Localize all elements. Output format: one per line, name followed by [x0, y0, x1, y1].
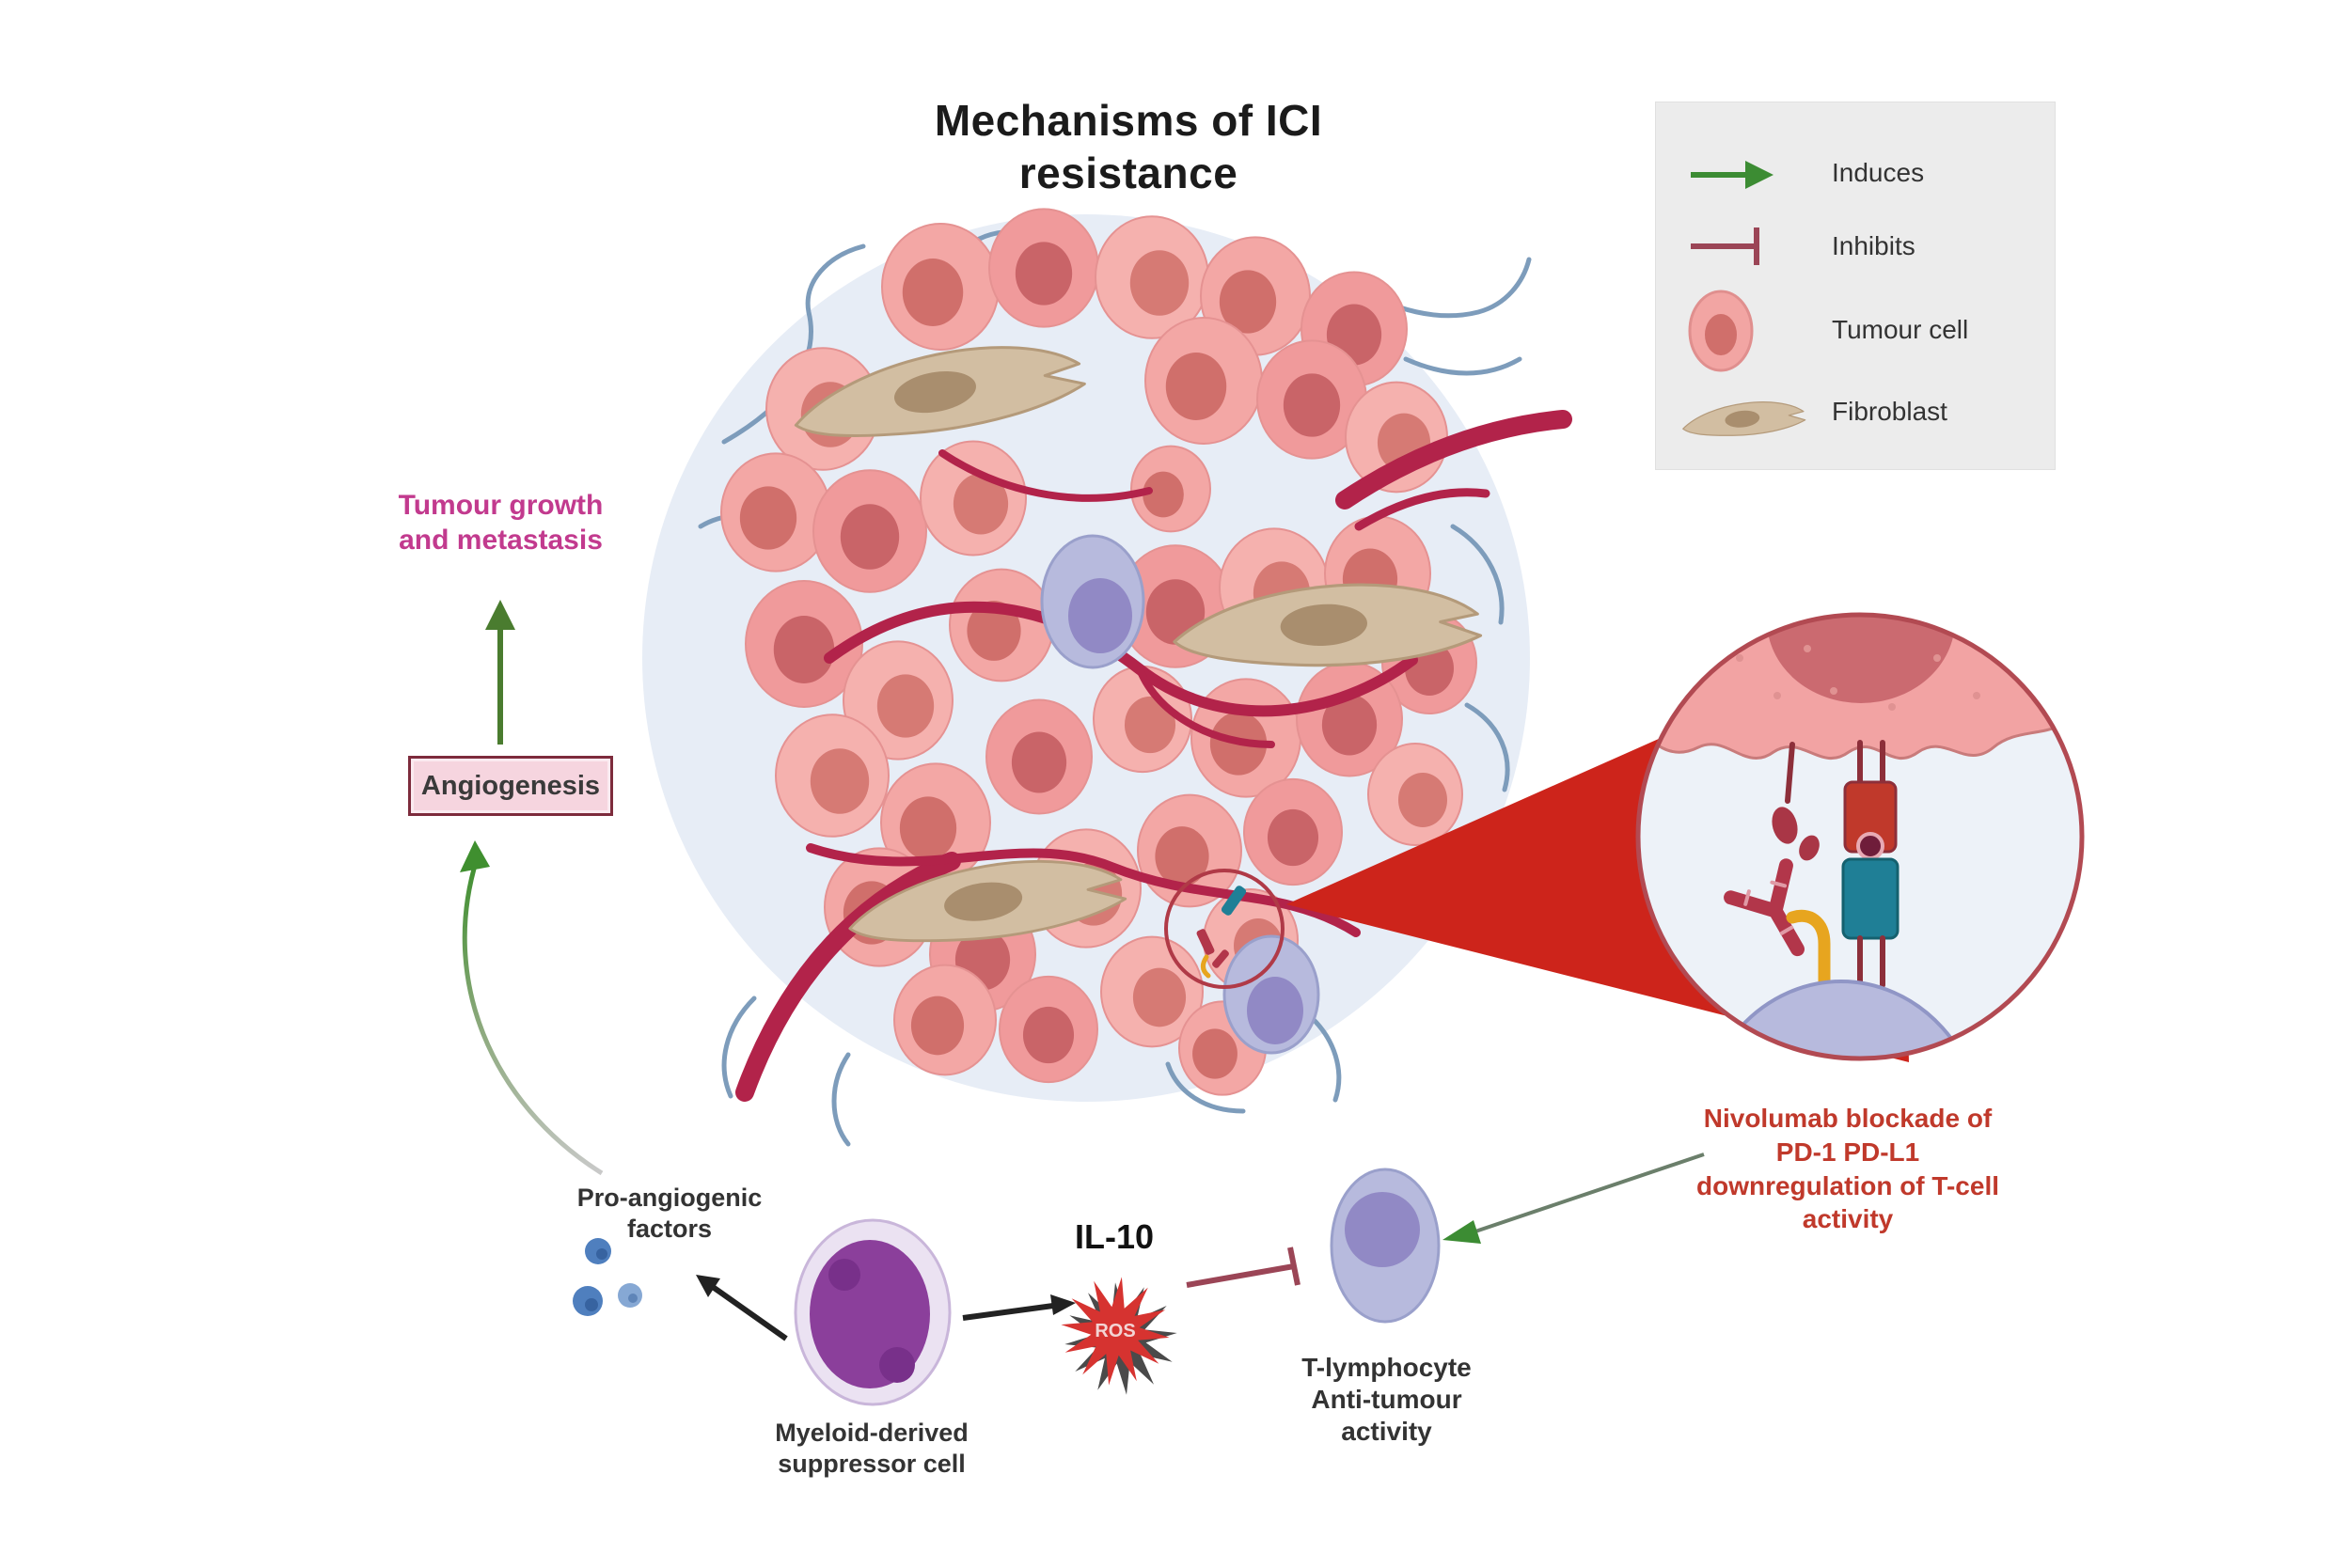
- tumour-nucleus-magnified: [1767, 615, 1955, 703]
- mdsc-cell: [794, 1218, 952, 1406]
- il10-inhibits-tcell-bar: [1186, 1247, 1300, 1288]
- mdsc-to-factors-arrow: [696, 1275, 788, 1341]
- ros-starburst: [1061, 1277, 1177, 1395]
- fibroblast-icon: [1680, 396, 1807, 443]
- legend-label-induces: Induces: [1832, 158, 1925, 187]
- t-cell-at-tumour-edge: [1222, 934, 1320, 1055]
- tumour-growth-label: Tumour growth and metastasis: [398, 490, 604, 556]
- zoom-inset-ring: [1635, 612, 2085, 1061]
- t-lymphocyte-cell: [1330, 1168, 1441, 1324]
- zoom-source-ring: [1164, 869, 1285, 989]
- nivolumab-induces-tcell-arrow: [1442, 1152, 1705, 1244]
- nivolumab-antibody-icon: [1724, 858, 1805, 957]
- costimulatory-receptor-icon: [1786, 909, 1831, 990]
- tumour-infiltrating-lymphocyte: [1040, 534, 1145, 669]
- t-cell-magnified: [1696, 980, 1986, 1058]
- inhibits-bar-icon: [1691, 227, 1759, 265]
- il10-label: IL-10: [1074, 1217, 1155, 1256]
- legend-label-fibroblast: Fibroblast: [1832, 397, 1947, 426]
- ros-label: ROS: [1095, 1321, 1136, 1341]
- legend-label-tumour-cell: Tumour cell: [1832, 315, 1969, 344]
- pro-angiogenic-dots: [573, 1238, 642, 1316]
- angiogenesis-box: Angiogenesis: [408, 756, 613, 816]
- angiogenesis-to-growth-arrow: [485, 600, 515, 745]
- factors-to-angiogenesis-arrow: [460, 840, 604, 1176]
- pro-angiogenic-label: Pro-angiogenic factors: [576, 1184, 763, 1243]
- legend-label-inhibits: Inhibits: [1832, 231, 1915, 260]
- induces-arrow-icon: [1691, 161, 1773, 189]
- mdsc-to-ros-arrow: [962, 1294, 1076, 1321]
- t-lymphocyte-label: T-lymphocyte Anti-tumour activity: [1301, 1353, 1472, 1447]
- mdsc-label: Myeloid-derived suppressor cell: [775, 1419, 969, 1478]
- tumour-cell-icon: [1688, 290, 1754, 372]
- blood-vessels: [735, 410, 1572, 1102]
- pd1-pdl1-receptor-pair: [1841, 740, 1900, 988]
- nivolumab-label: Nivolumab blockade of PD-1 PD-L1 downreg…: [1696, 1104, 1999, 1234]
- zoom-inset-contents: [1638, 615, 2082, 1058]
- figure-title: Mechanisms of ICI resistance: [934, 96, 1323, 198]
- tumour-speckles: [1736, 645, 2016, 711]
- pd1-pdl1-contact-glyphs: [1196, 886, 1247, 979]
- shed-pdl1-ligand: [1772, 742, 1820, 861]
